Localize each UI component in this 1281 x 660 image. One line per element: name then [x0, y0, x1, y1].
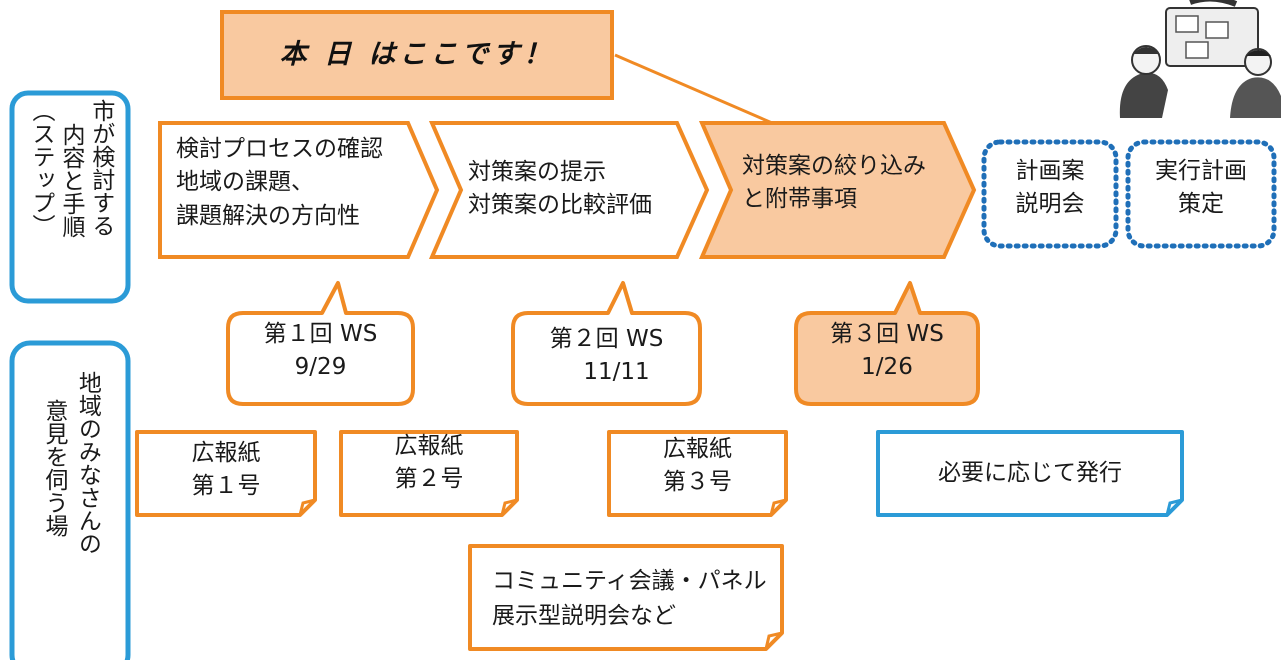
step-line: 課題解決の方向性	[176, 202, 360, 229]
community-box	[468, 544, 784, 651]
ws-date: 11/11	[583, 359, 650, 386]
step-line: 地域の課題、	[176, 169, 314, 196]
newsletter-line: 第２号	[394, 466, 464, 493]
ws-date: 9/29	[294, 354, 347, 381]
opinions-side-label: 地域のみなさんの 意見を伺う場	[12, 343, 128, 653]
newsletter-box-3	[607, 430, 788, 517]
step-chevron-1	[158, 121, 440, 259]
ws-3-text: 第３回 WS 1/26	[796, 318, 978, 385]
future-line: 実行計画	[1155, 158, 1247, 184]
as-needed-box	[876, 430, 1184, 517]
meeting-people-illustration	[1119, 0, 1281, 118]
newsletter-line: 第３号	[663, 469, 732, 496]
community-text: コミュニティ会議・パネル 展示型説明会など	[492, 564, 782, 633]
ws-title: 第１回 WS	[263, 321, 378, 347]
future-box-1	[981, 139, 1119, 249]
ws-title: 第２回 WS	[549, 326, 664, 352]
opinions-side-line: 地域のみなさんの	[74, 371, 101, 555]
steps-side-line: 内容と手順	[57, 123, 84, 238]
future-line: 策定	[1178, 191, 1224, 218]
ws-bubble-1	[226, 281, 415, 406]
community-line: 展示型説明会など	[492, 602, 676, 629]
ws-1-text: 第１回 WS 9/29	[228, 318, 413, 385]
future-line: 計画案	[1015, 158, 1085, 184]
ws-title: 第３回 WS	[830, 321, 944, 347]
future-box-2	[1125, 139, 1277, 249]
newsletter-3-text: 広報紙 第３号	[609, 433, 786, 500]
newsletter-line: 広報紙	[394, 433, 464, 459]
ws-bubble-2	[511, 281, 702, 406]
ws-2-text: 第２回 WS 11/11	[513, 323, 700, 390]
step-line: 対策案の絞り込み	[742, 153, 926, 179]
steps-side-line: （ステップ）	[28, 99, 55, 237]
newsletter-line: 第１号	[191, 473, 261, 500]
future-step-2-text: 実行計画 策定	[1128, 155, 1274, 222]
future-line: 説明会	[1015, 191, 1085, 218]
ws-date: 1/26	[861, 354, 913, 381]
step-line: 対策案の比較評価	[468, 192, 652, 219]
step-chevron-2	[428, 121, 710, 259]
newsletter-box-2	[339, 430, 519, 517]
step-line: 対策案の提示	[468, 159, 606, 185]
opinions-side-line: 意見を伺う場	[41, 399, 67, 537]
step-1-text: 検討プロセスの確認 地域の課題、 課題解決の方向性	[176, 133, 416, 233]
community-line: コミュニティ会議・パネル	[492, 568, 767, 594]
step-chevron-3	[698, 121, 977, 259]
newsletter-2-text: 広報紙 第２号	[341, 430, 517, 497]
steps-side-line: 市が検討する	[87, 99, 114, 237]
step-3-text: 対策案の絞り込み と附帯事項	[742, 150, 962, 217]
as-needed-text: 必要に応じて発行	[938, 459, 1122, 486]
newsletter-line: 広報紙	[663, 436, 732, 462]
steps-side-frame	[9, 90, 131, 304]
newsletter-1-text: 広報紙 第１号	[137, 437, 315, 504]
opinions-side-frame	[9, 340, 131, 660]
ws-bubble-3	[794, 281, 980, 406]
step-2-text: 対策案の提示 対策案の比較評価	[468, 156, 688, 223]
steps-side-label: 市が検討する 内容と手順 （ステップ）	[12, 93, 128, 301]
callout-text: 本 日 はここです！	[279, 39, 555, 71]
newsletter-line: 広報紙	[191, 440, 261, 466]
future-step-1-text: 計画案 説明会	[984, 155, 1116, 222]
step-line: 検討プロセスの確認	[176, 136, 383, 162]
callout-box	[220, 10, 614, 100]
step-line: と附帯事項	[742, 186, 857, 213]
newsletter-box-1	[135, 430, 317, 517]
